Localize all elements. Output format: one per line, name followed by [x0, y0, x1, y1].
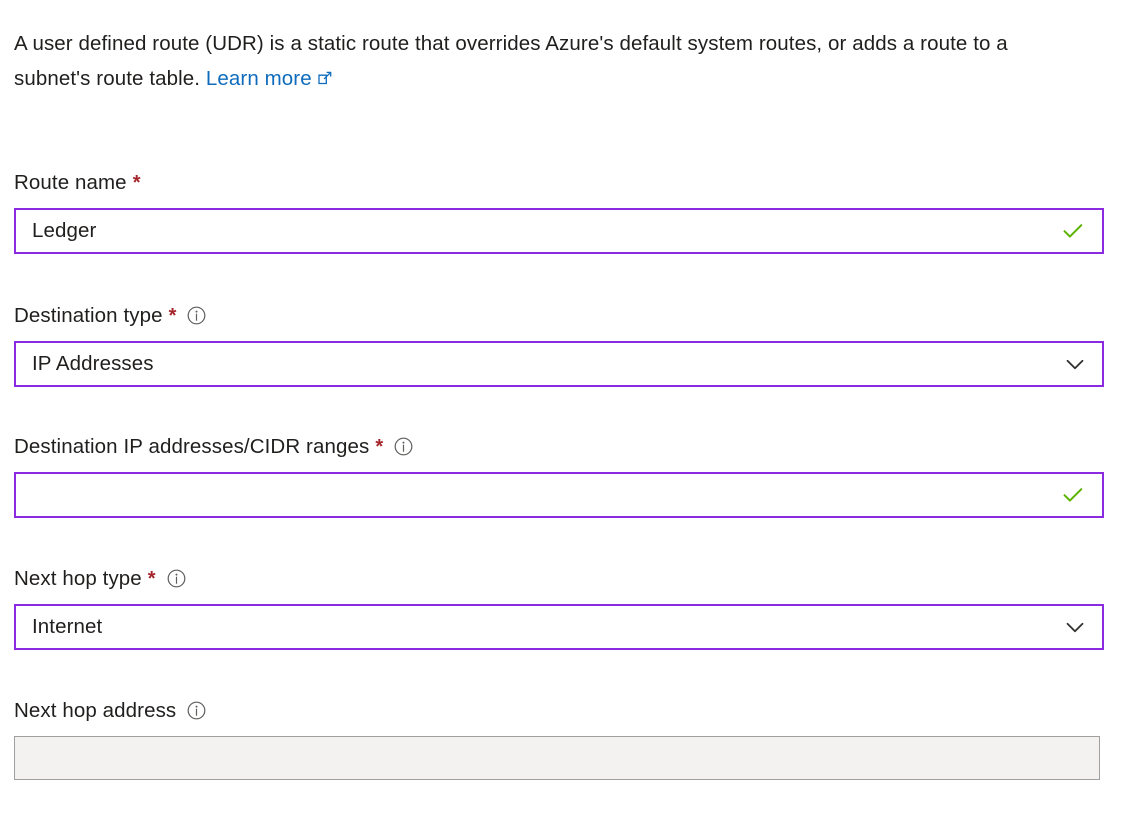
info-icon[interactable]	[187, 701, 206, 720]
external-link-icon	[317, 62, 333, 85]
label-text: Route name	[14, 171, 127, 194]
chevron-down-icon	[1062, 351, 1088, 377]
chevron-down-icon	[1062, 614, 1088, 640]
field-label-destination-type: Destination type*	[14, 303, 206, 329]
label-text: Next hop type	[14, 567, 142, 590]
required-asterisk: *	[168, 305, 177, 327]
field-label-next-hop-type: Next hop type*	[14, 566, 186, 592]
checkmark-icon	[1060, 218, 1086, 244]
route-name-value: Ledger	[32, 219, 97, 242]
label-text: Destination IP addresses/CIDR ranges	[14, 435, 370, 458]
required-asterisk: *	[375, 436, 384, 458]
field-label-route-name: Route name*	[14, 170, 140, 196]
label-text: Next hop address	[14, 699, 177, 722]
checkmark-icon	[1060, 482, 1086, 508]
info-icon[interactable]	[187, 306, 206, 325]
info-icon[interactable]	[394, 437, 413, 456]
required-asterisk: *	[132, 172, 141, 194]
destination-cidr-input[interactable]	[14, 472, 1104, 518]
description-text: A user defined route (UDR) is a static r…	[14, 32, 1008, 90]
label-text: Destination type	[14, 304, 163, 327]
next-hop-type-value: Internet	[32, 615, 103, 638]
next-hop-address-input	[14, 736, 1100, 780]
field-label-next-hop-address: Next hop address	[14, 698, 206, 724]
learn-more-link[interactable]: Learn more	[206, 67, 333, 90]
destination-type-select[interactable]: IP Addresses	[14, 341, 1104, 387]
info-icon[interactable]	[167, 569, 186, 588]
route-name-input[interactable]: Ledger	[14, 208, 1104, 254]
destination-type-value: IP Addresses	[32, 352, 154, 375]
form-description: A user defined route (UDR) is a static r…	[14, 26, 1074, 96]
learn-more-label: Learn more	[205, 67, 312, 90]
next-hop-type-select[interactable]: Internet	[14, 604, 1104, 650]
field-label-destination-cidr: Destination IP addresses/CIDR ranges*	[14, 434, 413, 460]
required-asterisk: *	[147, 568, 156, 590]
